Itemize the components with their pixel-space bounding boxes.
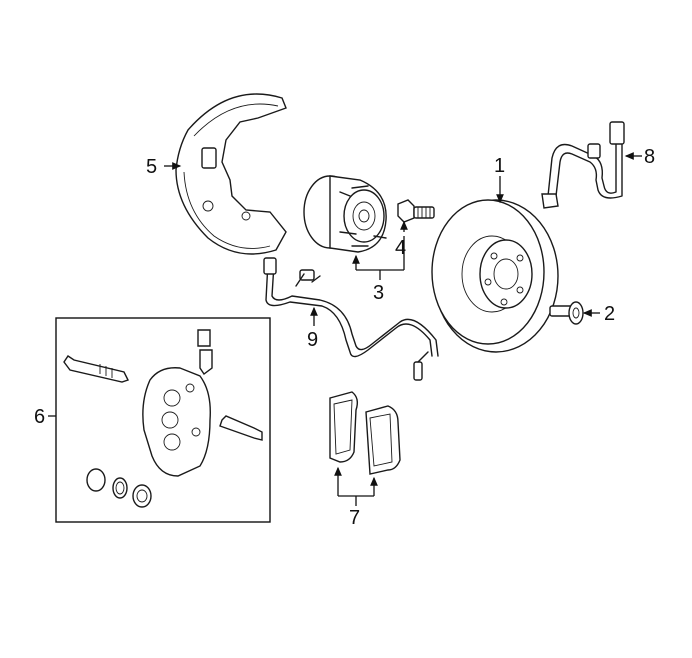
hub-bearing-assembly	[303, 175, 387, 253]
callout-9: 9	[307, 329, 318, 351]
callout-6: 6	[34, 406, 45, 428]
rotor-screw	[549, 301, 584, 325]
splash-shield	[175, 93, 287, 255]
caliper-kit-box	[55, 317, 271, 523]
brake-rotor	[431, 199, 559, 353]
callout-2: 2	[604, 303, 615, 325]
brake-hose	[541, 121, 625, 209]
callout-8: 8	[644, 146, 655, 168]
callout-5: 5	[146, 156, 157, 178]
caliper-assembly	[63, 329, 263, 508]
wheel-speed-sensor	[263, 257, 439, 381]
callout-1: 1	[494, 155, 505, 177]
callout-3: 3	[373, 282, 384, 304]
leader-lines	[48, 152, 642, 506]
callout-4: 4	[395, 237, 406, 259]
brake-pads	[329, 391, 401, 475]
hub-bolt	[397, 199, 435, 223]
callout-7: 7	[349, 507, 360, 529]
